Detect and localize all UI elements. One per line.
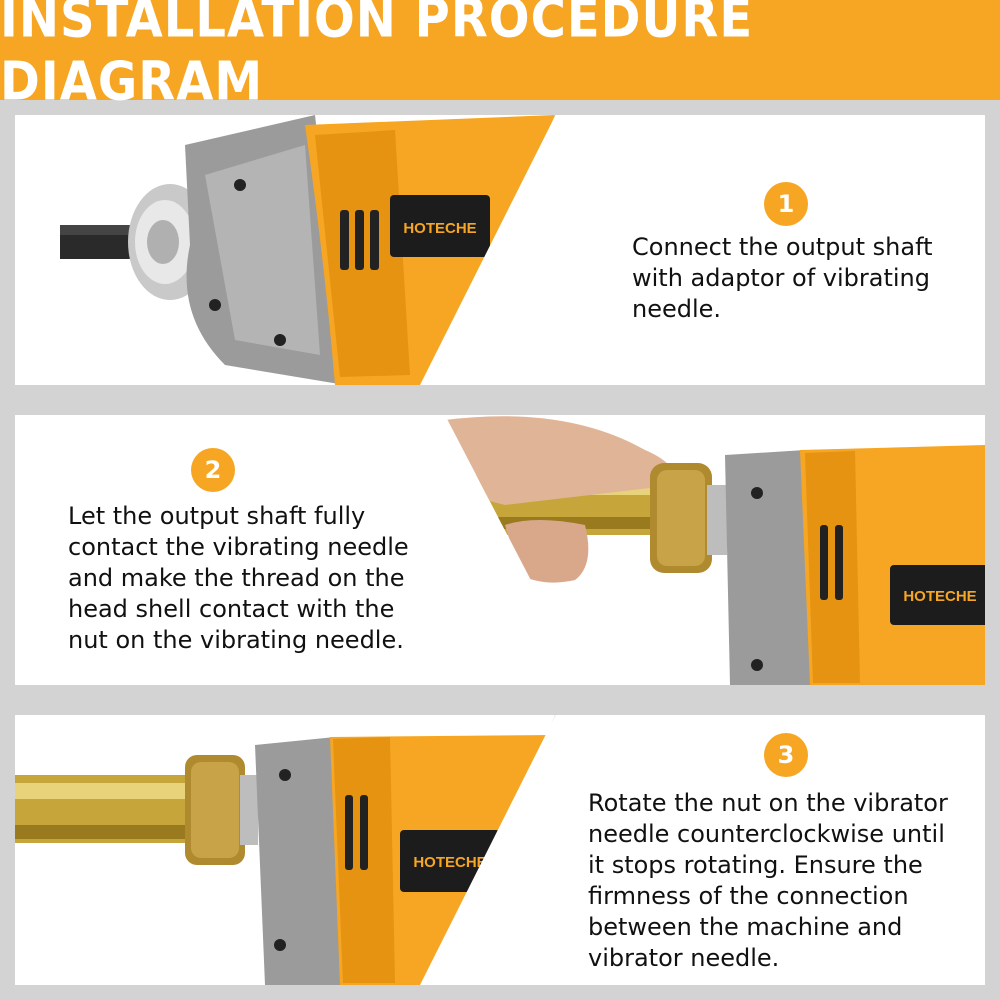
header-banner: INSTALLATION PROCEDURE DIAGRAM — [0, 0, 1000, 113]
screw-icon — [751, 659, 763, 671]
vent-slot — [820, 525, 828, 600]
brand-label — [890, 565, 985, 625]
vent-slot — [360, 795, 368, 870]
hand — [445, 416, 676, 505]
step-1-badge: 1 — [764, 182, 808, 226]
page-title: INSTALLATION PROCEDURE DIAGRAM — [0, 0, 754, 113]
screw-icon — [234, 179, 246, 191]
step-3-text: Rotate the nut on the vibrator needle co… — [588, 789, 948, 972]
screw-icon — [279, 769, 291, 781]
brand-logo: HOTECHE — [903, 588, 976, 605]
step-1-photo-panel: HOTECHE — [15, 115, 555, 385]
screw-icon — [274, 334, 286, 346]
brand-label — [390, 195, 490, 257]
step-3-photo-panel: HOTECHE — [15, 715, 555, 985]
gray-head-shell — [255, 737, 345, 985]
step-1-text: Connect the output shaft with adaptor of… — [632, 233, 933, 323]
screw-icon — [209, 299, 221, 311]
vent-slot — [345, 795, 353, 870]
gray-head-shell — [725, 450, 815, 685]
vent-slot — [835, 525, 843, 600]
step-2-badge: 2 — [191, 448, 235, 492]
step-2-photo: HOTECHE — [445, 416, 985, 685]
vent-slot — [340, 210, 349, 270]
vent-slot — [355, 210, 364, 270]
step-3-photo: HOTECHE — [15, 735, 555, 985]
screw-icon — [274, 939, 286, 951]
step-2-text: Let the output shaft fully contact the v… — [68, 502, 409, 654]
screw-icon — [751, 487, 763, 499]
brand-logo: HOTECHE — [403, 220, 476, 237]
step-3-badge: 3 — [764, 733, 808, 777]
brand-logo: HOTECHE — [413, 854, 486, 871]
vent-slot — [370, 210, 379, 270]
step-2-photo-panel: HOTECHE — [445, 415, 985, 685]
